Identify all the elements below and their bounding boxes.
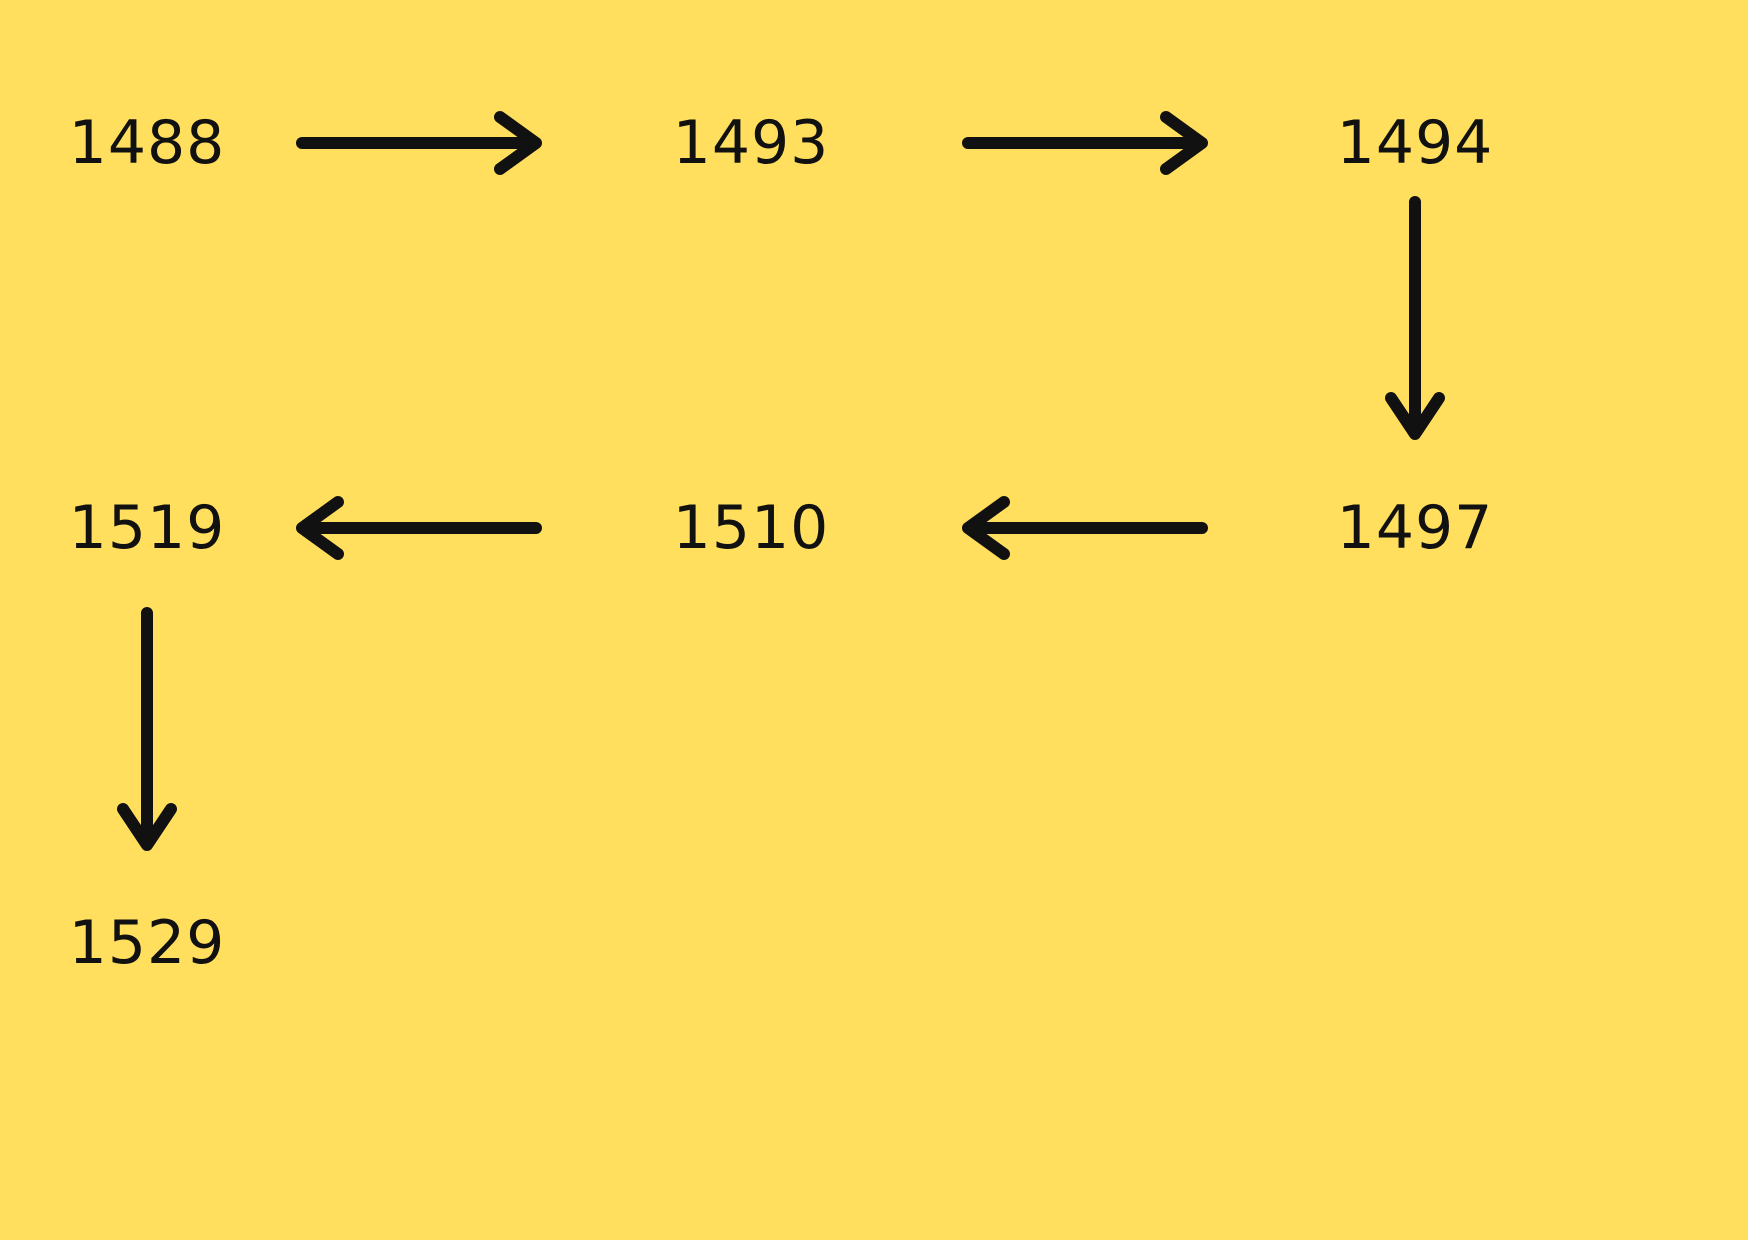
year-node-1510: 1510 [672, 493, 830, 563]
year-node-1519: 1519 [68, 493, 226, 563]
year-node-1493: 1493 [672, 108, 830, 178]
year-node-1529: 1529 [68, 908, 226, 978]
year-node-1494: 1494 [1336, 108, 1494, 178]
year-node-1488: 1488 [68, 108, 226, 178]
year-node-1497: 1497 [1336, 493, 1494, 563]
